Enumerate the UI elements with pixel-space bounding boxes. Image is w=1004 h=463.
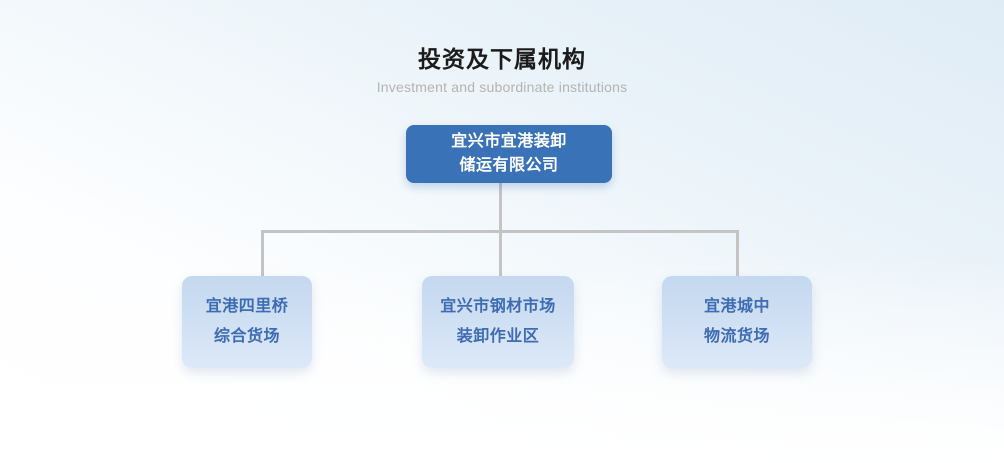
org-node-child-3[interactable]: 宜港城中 物流货场 bbox=[662, 276, 812, 368]
org-node-child-2[interactable]: 宜兴市钢材市场 装卸作业区 bbox=[422, 276, 574, 368]
org-node-child-3-label-line2: 物流货场 bbox=[703, 328, 770, 345]
org-node-root-label-line2: 储运有限公司 bbox=[459, 157, 559, 174]
connector-drop-left bbox=[261, 230, 264, 278]
connector-root-stem bbox=[499, 183, 502, 233]
org-node-child-3-label: 宜港城中 物流货场 bbox=[704, 292, 770, 352]
org-node-root-label-line1: 宜兴市宜港装卸 bbox=[451, 133, 567, 150]
org-node-root[interactable]: 宜兴市宜港装卸 储运有限公司 bbox=[406, 125, 612, 183]
connector-drop-center bbox=[499, 230, 502, 278]
org-node-child-1-label-line2: 综合货场 bbox=[213, 328, 280, 345]
chart-heading: 投资及下属机构 Investment and subordinate insti… bbox=[0, 44, 1004, 97]
page-title: 投资及下属机构 bbox=[418, 46, 586, 72]
connector-drop-right bbox=[736, 230, 739, 278]
org-node-child-2-label-line2: 装卸作业区 bbox=[456, 328, 540, 345]
org-node-child-2-label: 宜兴市钢材市场 装卸作业区 bbox=[440, 292, 556, 352]
page-subtitle: Investment and subordinate institutions bbox=[376, 79, 628, 95]
org-node-child-2-label-line1: 宜兴市钢材市场 bbox=[440, 298, 556, 315]
org-node-child-1-label: 宜港四里桥 综合货场 bbox=[206, 292, 289, 352]
org-node-child-1[interactable]: 宜港四里桥 综合货场 bbox=[182, 276, 312, 368]
org-node-root-label: 宜兴市宜港装卸 储运有限公司 bbox=[451, 130, 567, 178]
org-node-child-3-label-line1: 宜港城中 bbox=[703, 298, 770, 315]
org-node-child-1-label-line1: 宜港四里桥 bbox=[205, 298, 289, 315]
